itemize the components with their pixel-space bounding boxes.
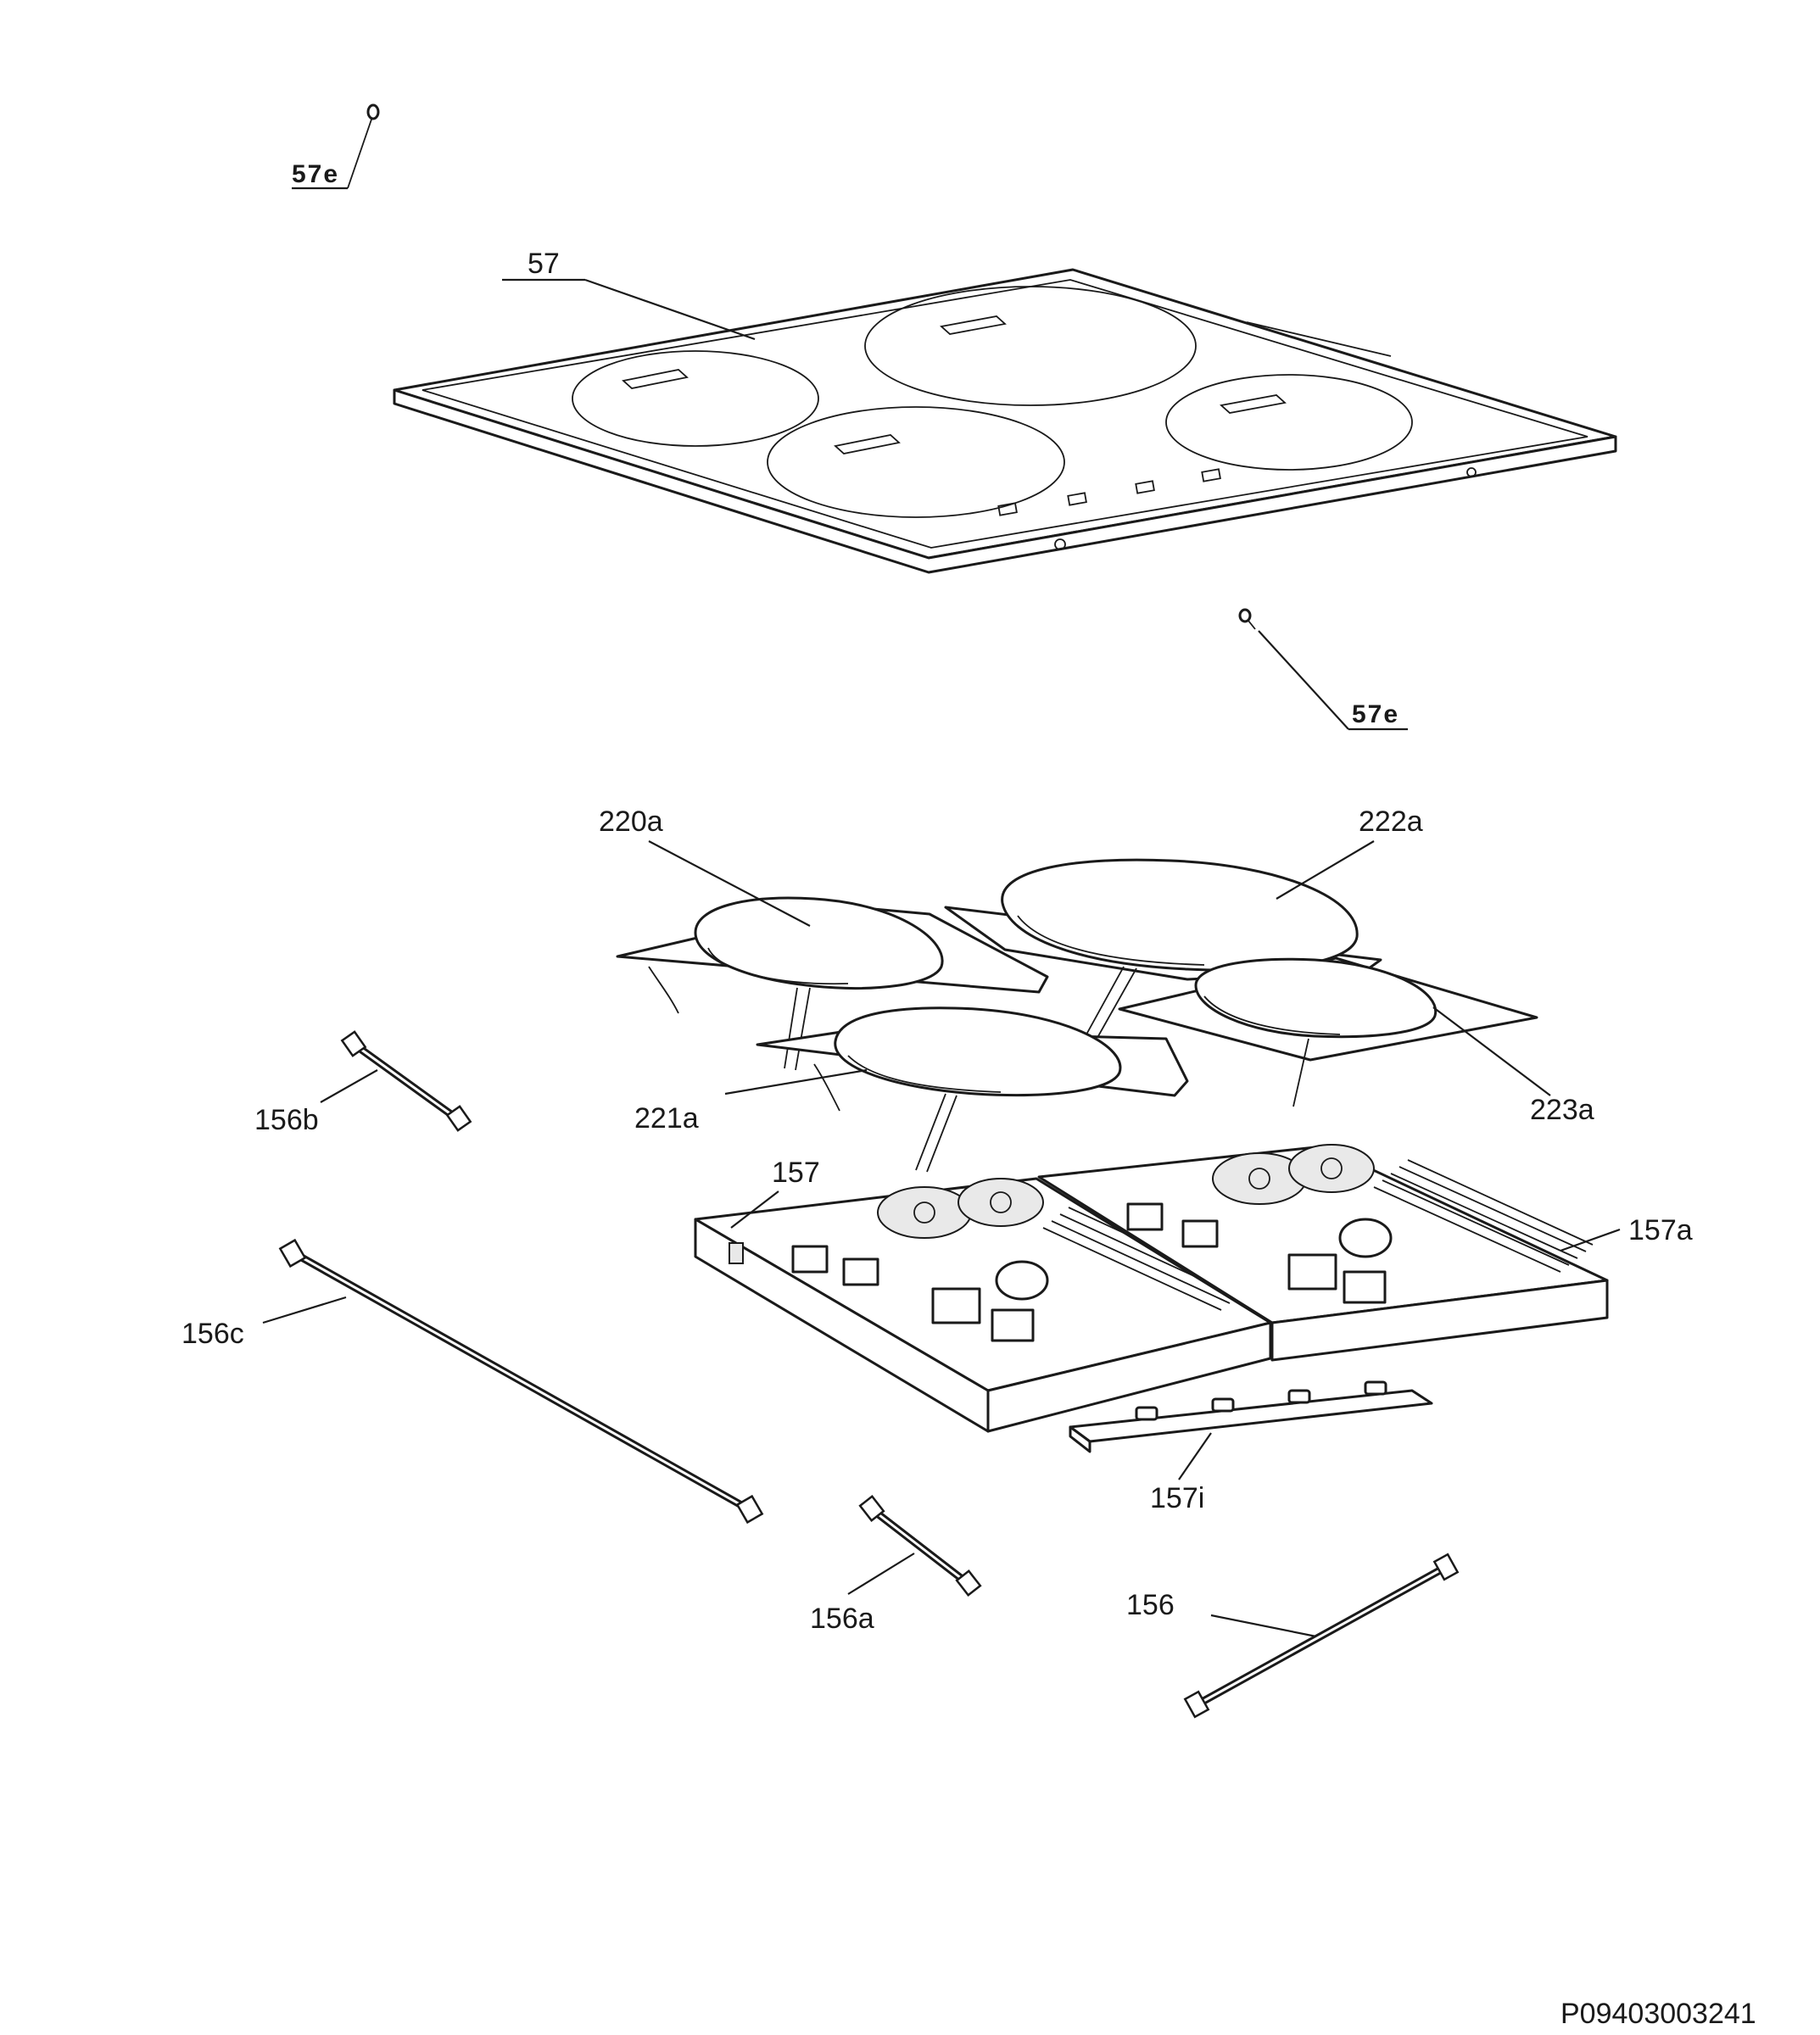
drawing-number: P09403003241 bbox=[1560, 1998, 1756, 2030]
label-text: 57 bbox=[528, 248, 560, 280]
label-text: 57e bbox=[292, 160, 339, 188]
label-156b: 156b bbox=[254, 1069, 378, 1136]
label-157: 157 bbox=[730, 1157, 820, 1229]
label-222a: 222a bbox=[1276, 806, 1423, 900]
cable-156b[interactable] bbox=[340, 1030, 472, 1132]
label-text: 157i bbox=[1150, 1482, 1204, 1514]
label-223a: 223a bbox=[1432, 1006, 1594, 1126]
label-156: 156 bbox=[1126, 1589, 1317, 1638]
label-57e-right: 57e bbox=[1258, 630, 1408, 731]
power-board-157a[interactable] bbox=[1037, 1144, 1609, 1362]
label-156a: 156a bbox=[810, 1553, 915, 1635]
label-57: 57 bbox=[502, 248, 756, 341]
power-board-157[interactable] bbox=[694, 1177, 1272, 1433]
cable-156a[interactable] bbox=[858, 1495, 982, 1597]
label-220a: 220a bbox=[599, 806, 811, 927]
label-157a: 157a bbox=[1560, 1214, 1693, 1252]
label-57e-top: 57e bbox=[292, 160, 348, 190]
label-text: 157a bbox=[1628, 1214, 1693, 1246]
label-text: 223a bbox=[1530, 1094, 1594, 1126]
screw-57e-top[interactable] bbox=[347, 103, 380, 189]
cable-156[interactable] bbox=[1183, 1553, 1460, 1719]
control-board-157i[interactable] bbox=[1069, 1380, 1433, 1453]
label-157i: 157i bbox=[1150, 1432, 1212, 1514]
cable-156c[interactable] bbox=[278, 1238, 764, 1525]
label-text: 156c bbox=[181, 1318, 244, 1350]
label-text: 157 bbox=[772, 1157, 820, 1189]
label-text: 156 bbox=[1126, 1589, 1175, 1621]
label-text: 222a bbox=[1359, 806, 1423, 838]
label-text: 156b bbox=[254, 1104, 319, 1136]
label-221a: 221a bbox=[634, 1068, 868, 1135]
label-156c: 156c bbox=[181, 1296, 347, 1350]
coil-223a[interactable] bbox=[1118, 956, 1538, 1107]
coil-221a[interactable] bbox=[756, 1006, 1189, 1173]
label-text: 220a bbox=[599, 806, 663, 838]
coil-220a[interactable] bbox=[616, 896, 1049, 1071]
label-text: 57e bbox=[1352, 700, 1399, 728]
label-text: 221a bbox=[634, 1102, 699, 1135]
hob-glass-top-57[interactable] bbox=[393, 268, 1617, 574]
screw-57e-right[interactable] bbox=[1238, 608, 1256, 630]
label-text: 156a bbox=[810, 1603, 874, 1635]
